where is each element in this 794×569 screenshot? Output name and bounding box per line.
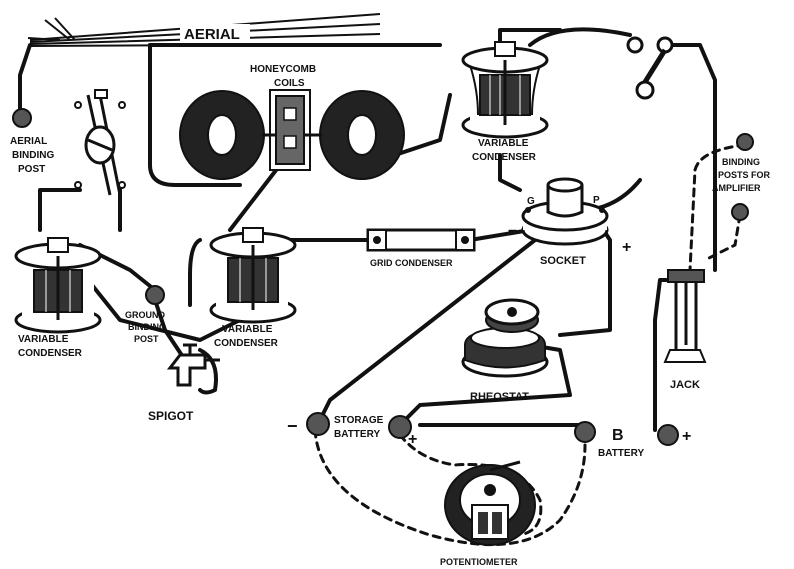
potentiometer-label: POTENTIOMETER bbox=[440, 557, 518, 567]
variable-condenser-middle-icon bbox=[209, 227, 297, 324]
b-battery-label: B BATTERY bbox=[598, 427, 644, 459]
aerial-label-bg bbox=[180, 24, 250, 42]
rheostat-icon bbox=[461, 298, 549, 378]
jack-label: JACK bbox=[670, 379, 700, 391]
rheostat-label: RHEOSTAT bbox=[470, 391, 529, 403]
storage-battery-label: STORAGE BATTERY bbox=[334, 415, 386, 440]
variable-condenser-middle-label: VARIABLE CONDENSER bbox=[214, 324, 279, 349]
ground-binding-post-icon bbox=[145, 285, 165, 305]
aerial-binding-post-label: AERIAL BINDING POST bbox=[10, 136, 57, 175]
honeycomb-coils-icon bbox=[179, 89, 405, 180]
socket-minus-label: − bbox=[508, 223, 517, 240]
grid-condenser-icon bbox=[366, 228, 476, 252]
amplifier-binding-post-2-icon bbox=[731, 203, 749, 221]
binding-posts-amplifier-label: BINDING POSTS FOR AMPLIFIER bbox=[712, 157, 773, 193]
storage-battery-plus-terminal-icon bbox=[388, 415, 412, 439]
b-battery-plus-label: + bbox=[682, 428, 691, 445]
potentiometer-icon bbox=[444, 460, 536, 546]
storage-battery-plus-label: + bbox=[408, 431, 417, 448]
variable-condenser-top-icon bbox=[461, 41, 549, 139]
socket-plus-label: + bbox=[622, 239, 631, 256]
spigot-label: SPIGOT bbox=[148, 409, 194, 423]
filament-switch-icon bbox=[626, 36, 674, 100]
jack-icon bbox=[663, 269, 707, 363]
aerial-binding-post-icon bbox=[12, 108, 32, 128]
storage-battery-minus-terminal-icon bbox=[306, 412, 330, 436]
aerial-label: AERIAL bbox=[184, 26, 240, 43]
variable-condenser-left-label: VARIABLE CONDENSER bbox=[18, 334, 83, 359]
ground-binding-post-label: GROUND BINDING POST bbox=[125, 310, 169, 344]
variable-condenser-left-icon bbox=[14, 237, 102, 334]
b-battery-terminal-icon bbox=[574, 421, 596, 443]
tube-socket-icon bbox=[521, 177, 609, 246]
honeycomb-coils-label: HONEYCOMB COILS bbox=[250, 64, 319, 89]
storage-battery-minus-label: − bbox=[287, 416, 298, 436]
socket-label: SOCKET bbox=[540, 255, 586, 267]
amplifier-binding-post-1-icon bbox=[736, 133, 754, 151]
spigot-icon bbox=[166, 343, 220, 387]
variable-condenser-top-label: VARIABLE CONDENSER bbox=[472, 138, 537, 163]
socket-g-label: G bbox=[527, 196, 535, 207]
antenna-switch-icon bbox=[74, 89, 126, 196]
b-battery-plus-terminal-icon bbox=[657, 424, 679, 446]
grid-condenser-label: GRID CONDENSER bbox=[370, 258, 453, 268]
socket-p-label: P bbox=[593, 195, 600, 206]
